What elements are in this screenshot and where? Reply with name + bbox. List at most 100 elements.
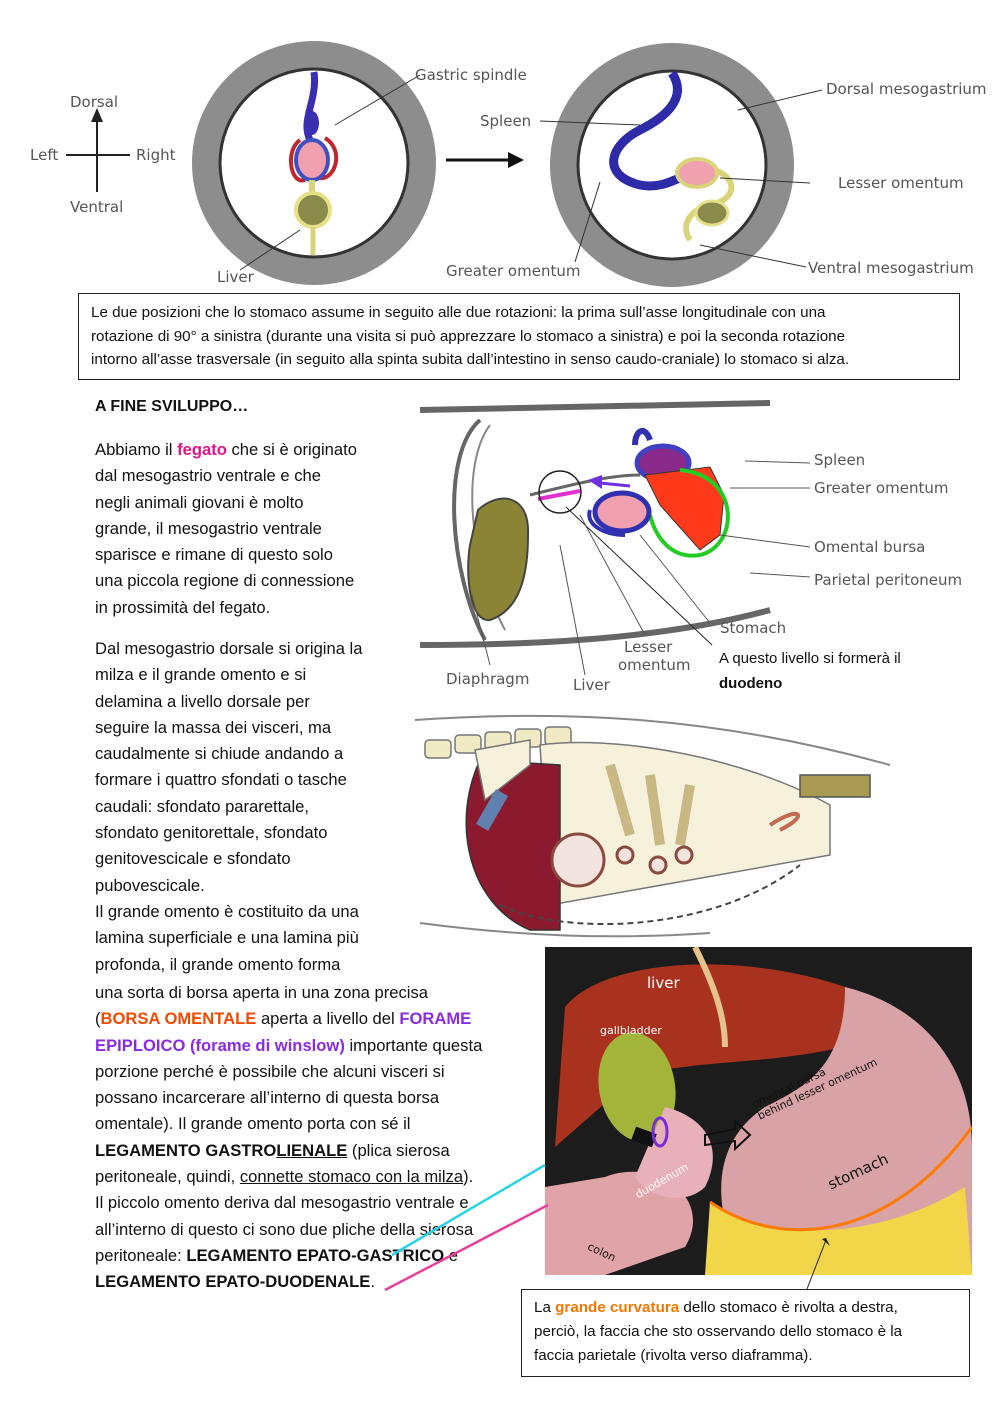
text-line: Il grande omento è costituito da una (95, 901, 359, 921)
text-line: LEGAMENTO GASTROLIENALE (plica sierosa (95, 1138, 535, 1164)
curvature-note-line: La grande curvatura dello stomaco è rivo… (534, 1296, 959, 1320)
text-run: ( (95, 1009, 101, 1029)
text-line: milza e il grande omento e si (95, 665, 307, 685)
text-run-underlined: milza (424, 1167, 464, 1187)
section-heading: A FINE SVILUPPO… (95, 398, 249, 415)
text-line: formare i quattro sfondati o tasche (95, 770, 347, 790)
text-line: seguire la massa dei visceri, ma (95, 717, 332, 737)
stomach-label-fig2: Stomach (720, 619, 787, 637)
text-run: peritoneale, quindi, (95, 1167, 240, 1187)
lesser-omentum-label-fig2-line2: omentum (618, 656, 691, 674)
curvature-note-line: faccia parietale (rivolta verso diaframm… (534, 1347, 813, 1364)
spleen-label-fig1: Spleen (480, 112, 532, 130)
rotation-diagram-graphic (66, 41, 823, 287)
text-line: EPIPLOICO (forame di winslow) importante… (95, 1033, 535, 1059)
text-run: La (534, 1299, 556, 1316)
text-line: lamina superficiale e una lamina più (95, 928, 359, 948)
text-run: importante questa (344, 1035, 483, 1055)
text-line: LEGAMENTO EPATO-DUODENALE. (95, 1269, 535, 1295)
text-line: pubovescicale. (95, 875, 205, 895)
paragraph-dorsal-mesogastrium: Dal mesogastrio dorsale si origina la mi… (95, 636, 395, 978)
text-line: omentale). Il grande omento porta con sé… (95, 1114, 411, 1134)
text-line: caudalmente si chiude andando a (95, 744, 344, 764)
text-run: (plica sierosa (347, 1140, 450, 1160)
peritoneal-recesses-diagram (410, 705, 900, 940)
text-line: Dal mesogastrio dorsale si origina la (95, 639, 363, 658)
gastric-spindle-label: Gastric spindle (415, 66, 527, 84)
liver-label-fig2: Liver (573, 676, 610, 694)
text-line: (BORSA OMENTALE aperta a livello del FOR… (95, 1006, 535, 1032)
text-line: profonda, il grande omento forma (95, 954, 341, 974)
greater-omentum-label-fig1: Greater omentum (446, 262, 581, 280)
highlight-fegato: fegato (177, 440, 227, 459)
duodeno-note-term: duodeno (719, 675, 783, 692)
dorsal-mesogastrium-label: Dorsal mesogastrium (826, 80, 987, 98)
omental-bursa-diagram: Spleen Greater omentum Omental bursa Par… (410, 395, 990, 695)
caption-line: rotazione di 90° a sinistra (durante una… (91, 327, 846, 345)
curvature-note-box: La grande curvatura dello stomaco è rivo… (521, 1289, 970, 1377)
compass-left-label: Left (30, 146, 59, 164)
paragraph-omental-bursa: una sorta di borsa aperta in una zona pr… (95, 980, 535, 1296)
diaphragm-label: Diaphragm (446, 670, 530, 688)
text-run: dello stomaco è rivolta a destra, (679, 1299, 898, 1316)
highlight-borsa-omentale: BORSA OMENTALE (100, 1009, 257, 1029)
text-line: all’interno di questo ci sono due pliche… (95, 1219, 474, 1239)
text-line: grande, il mesogastrio ventrale (95, 518, 322, 538)
spleen-label-fig2: Spleen (814, 451, 866, 469)
text-line: porzione perché è possibile che alcuni v… (95, 1061, 445, 1081)
text-line: caudali: sfondato pararettale, (95, 796, 310, 816)
greater-omentum-label-fig2: Greater omentum (814, 479, 949, 497)
text-line: peritoneale, quindi, connette stomaco co… (95, 1164, 535, 1190)
text-line: possano incarcerare all’interno di quest… (95, 1088, 440, 1108)
text-line: una piccola regione di connessione (95, 571, 355, 591)
text-line: negli animali giovani è molto (95, 492, 304, 512)
text-run-underlined: connette stomaco con la (239, 1167, 425, 1187)
highlight-forame: FORAME (399, 1009, 472, 1029)
ventral-mesogastrium-label: Ventral mesogastrium (808, 259, 974, 277)
caption-line: intorno all’asse trasversale (in seguito… (91, 351, 850, 368)
omental-bursa-diagram-graphic (419, 400, 811, 676)
text-line: dal mesogastrio ventrale e che (95, 466, 321, 486)
text-line: Il piccolo omento deriva dal mesogastrio… (95, 1193, 469, 1213)
ligament-name: LEGAMENTO EPATO-DUODENALE (95, 1272, 371, 1292)
text-run: Abbiamo il (95, 440, 178, 459)
text-run: . (370, 1272, 375, 1292)
rotation-caption-box: Le due posizioni che lo stomaco assume i… (78, 293, 960, 380)
text-line: Abbiamo il fegato che si è originato (95, 437, 395, 463)
text-run: peritoneale: (95, 1245, 187, 1265)
compass-ventral-label: Ventral (70, 198, 124, 216)
liver-label-fig1: Liver (217, 268, 254, 286)
text-line: sparisce e rimane di questo solo (95, 545, 333, 565)
text-line: genitovescicale e sfondato (95, 849, 291, 869)
anatomy-illustration: liver gallbladder omental bursa behind l… (545, 947, 972, 1275)
text-run: aperta a livello del (256, 1009, 400, 1029)
parietal-peritoneum-label: Parietal peritoneum (814, 571, 963, 589)
ligament-name: LEGAMENTO GASTRO (95, 1140, 277, 1160)
text-run: ). (463, 1167, 474, 1187)
text-run: che si è originato (226, 440, 357, 459)
text-line: sfondato genitorettale, sfondato (95, 823, 328, 843)
ligament-name-underlined: LIENALE (276, 1140, 348, 1160)
highlight-grande-curvatura: grande curvatura (555, 1299, 680, 1316)
ligament-name: LEGAMENTO EPATO-GASTRICO (186, 1245, 445, 1265)
text-line: delamina a livello dorsale per (95, 691, 310, 711)
highlight-forame-epiploico: EPIPLOICO (forame di winslow) (95, 1035, 345, 1055)
paragraph-liver: Abbiamo il fegato che si è originato dal… (95, 437, 395, 621)
text-line: una sorta di borsa aperta in una zona pr… (95, 983, 429, 1002)
peritoneal-recesses-graphic (414, 714, 891, 938)
duodeno-note-line: A questo livello si formerà il (719, 650, 901, 667)
rotation-diagram: Dorsal Left Right Ventral Gastric spindl… (0, 0, 1000, 290)
anatomy-illustration-graphic (545, 947, 972, 1275)
compass-dorsal-label: Dorsal (70, 93, 119, 111)
compass-right-label: Right (136, 146, 176, 164)
caption-line: Le due posizioni che lo stomaco assume i… (91, 304, 826, 321)
curvature-note-line: perciò, la faccia che sto osservando del… (534, 1323, 903, 1340)
text-line: in prossimità del fegato. (95, 597, 271, 617)
lesser-omentum-label-fig2: Lesser (624, 638, 673, 656)
lesser-omentum-label-fig1: Lesser omentum (838, 174, 964, 192)
omental-bursa-label-fig2: Omental bursa (814, 538, 926, 556)
photo-liver-label: liver (647, 974, 680, 992)
photo-gallbladder-label: gallbladder (600, 1024, 662, 1037)
duodeno-note: A questo livello si formerà il duodeno (719, 646, 901, 696)
